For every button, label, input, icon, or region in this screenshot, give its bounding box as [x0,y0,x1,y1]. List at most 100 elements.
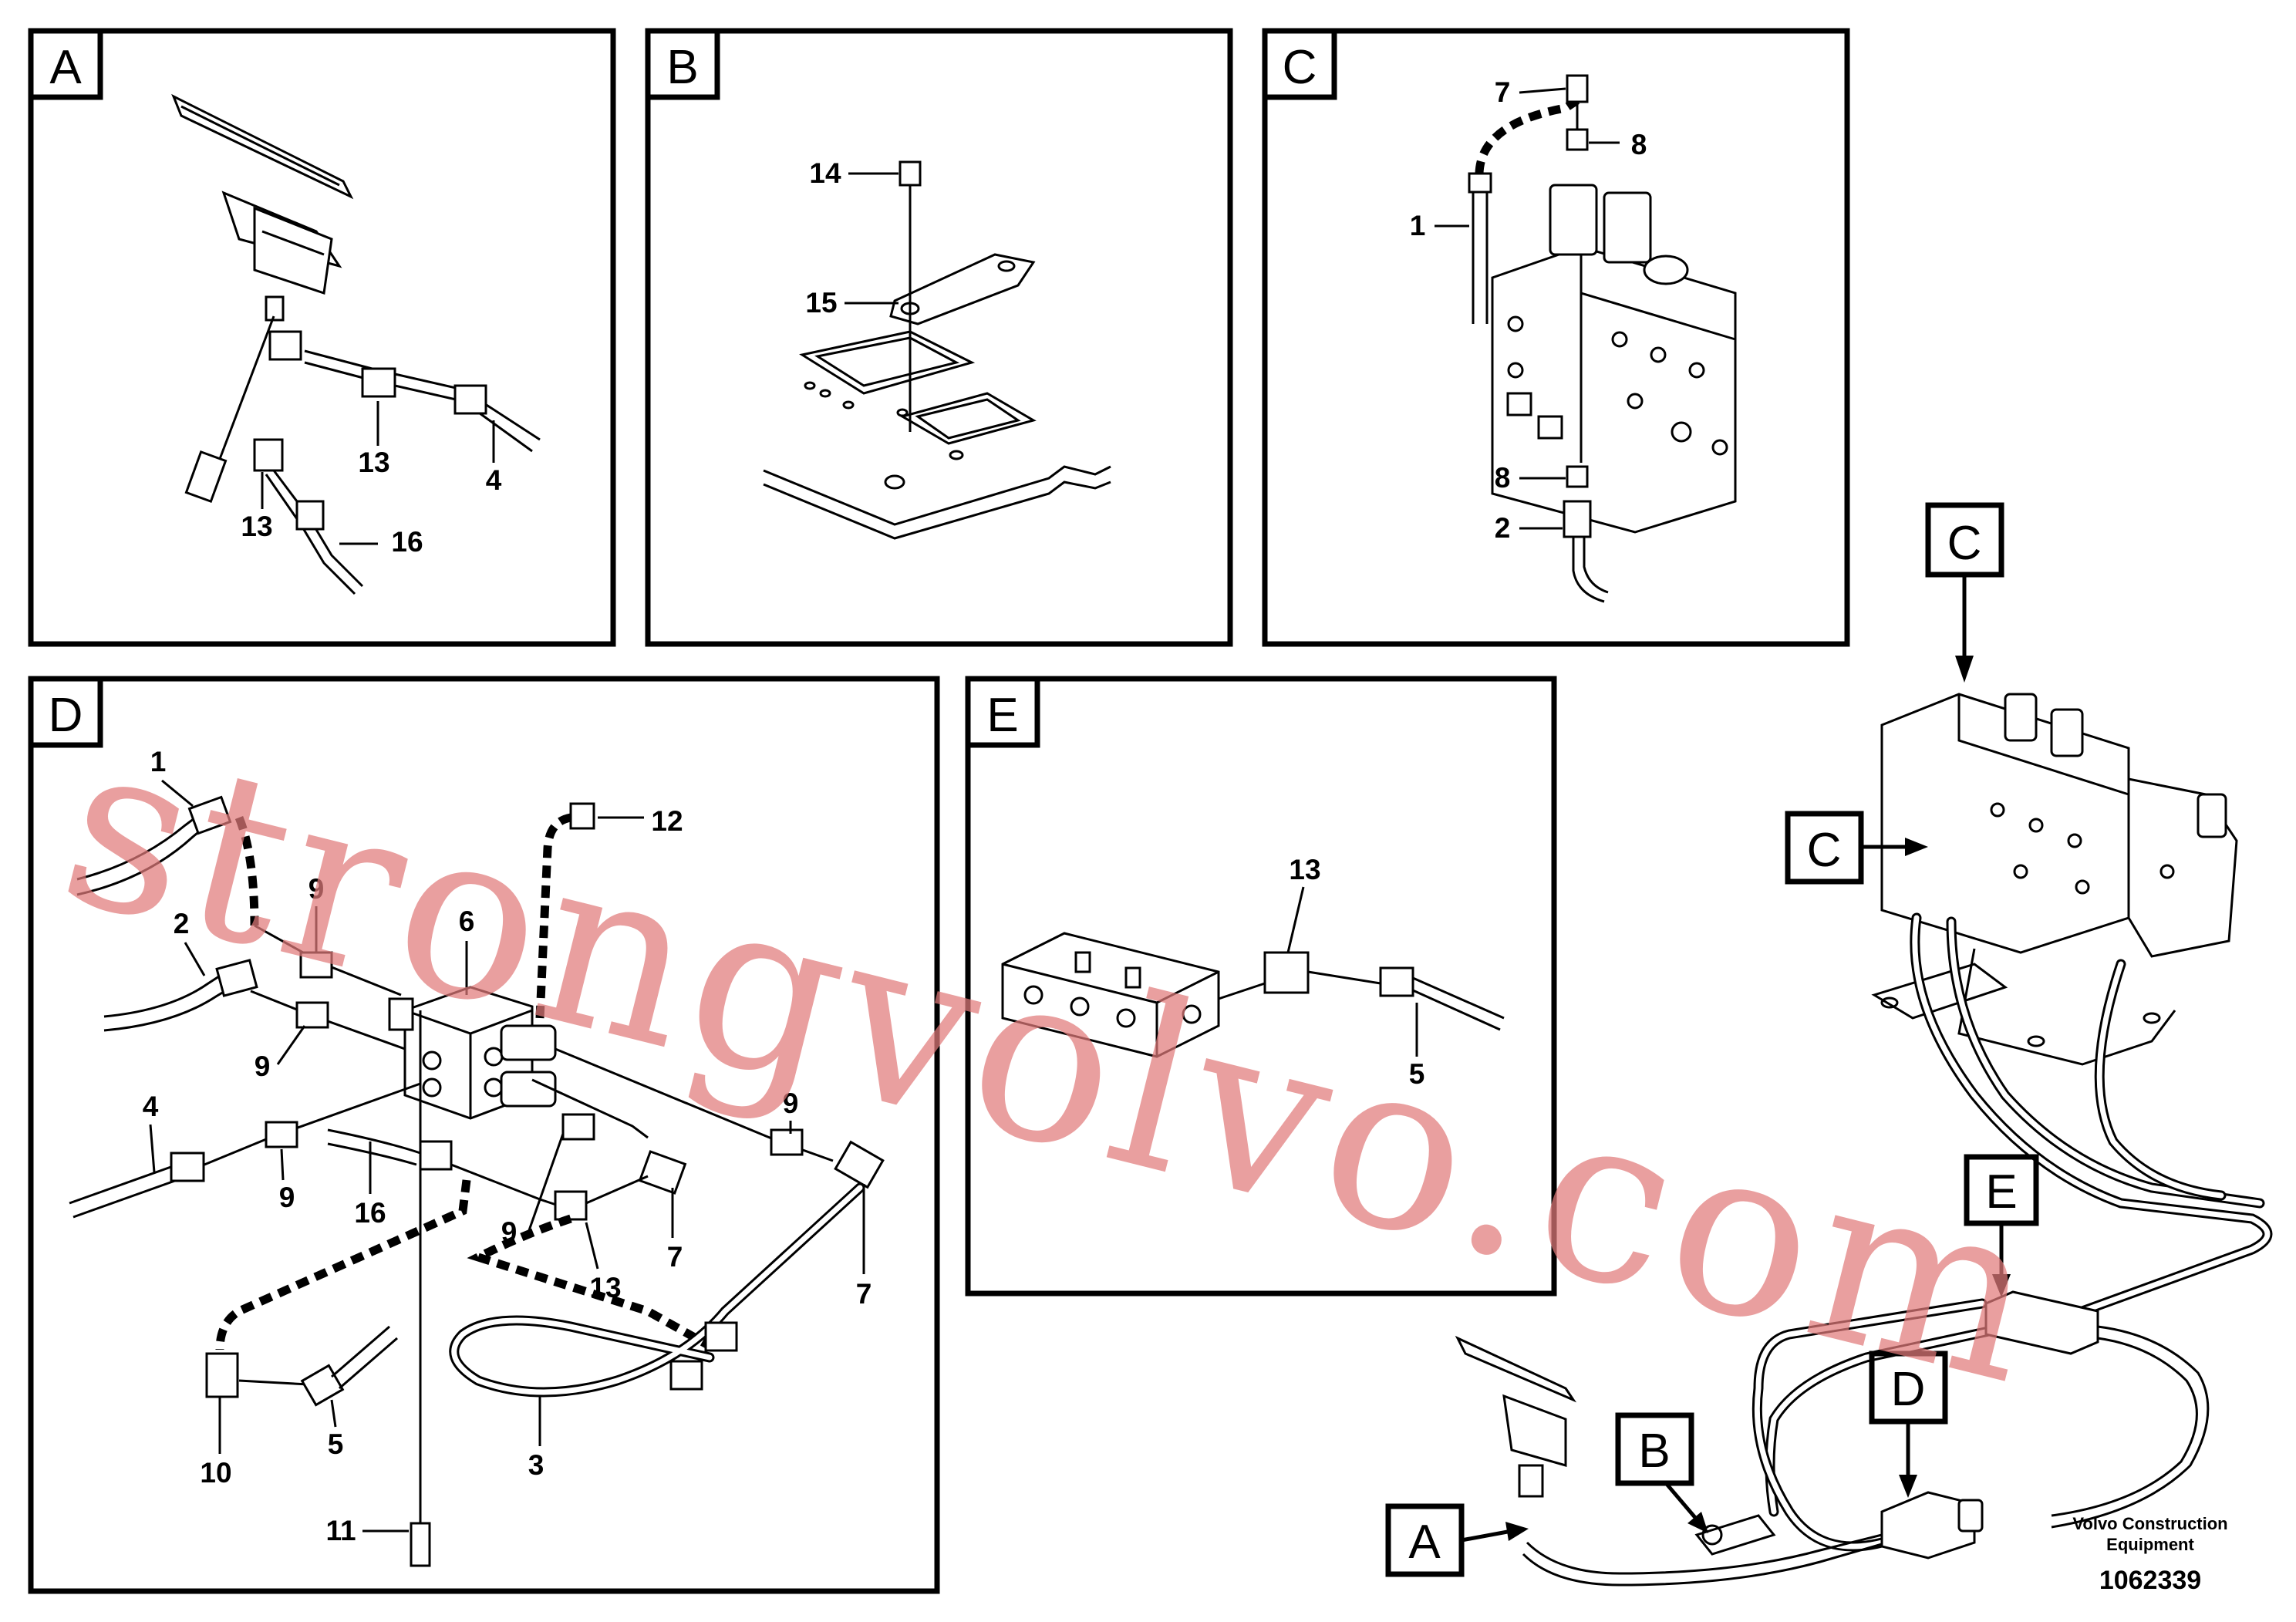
fitting-16-a [295,500,325,531]
callout-c-1: 1 [1410,210,1426,241]
panel-e-letter: E [986,689,1018,742]
panel-e-tag-box [965,676,1040,748]
route-dashed-10 [215,1179,471,1351]
hose-16-a-2 [265,474,356,595]
panel-c-tag-box [1262,28,1337,100]
pedal-overview [1455,1335,1577,1403]
callout-d-12: 12 [651,805,683,837]
mounting-plate-drawing [763,330,1111,540]
callout-d-5: 5 [328,1428,344,1460]
overview-tag-c-left: C [1807,824,1842,877]
fitting-8-bottom-c [1566,465,1589,488]
callout-d-7-a: 7 [667,1241,683,1273]
elbow-10 [205,1352,239,1398]
fitting-13-a [361,367,396,398]
hose-a-main-2 [304,361,533,453]
overview-tag-e: E [1985,1165,2017,1219]
solenoid-lower [500,1071,557,1108]
panel-d: D [28,676,940,1594]
fitting-8-top-c [1566,128,1589,151]
brand-line-2: Equipment [2106,1535,2194,1554]
pedal-assembly-drawing [171,93,354,322]
fitting-16-d [419,1140,453,1171]
manifold-block-e [1001,932,1220,1058]
elbow-1-d [187,795,232,835]
hose-2-d [103,972,224,1018]
callout-a-13: 13 [358,447,389,478]
callout-b-15: 15 [805,287,837,319]
overview-tags: C C E D B A [1385,502,2039,1577]
tee-fitting-a [268,330,302,361]
callout-d-9-d: 9 [501,1216,518,1248]
callout-c-2: 2 [1495,512,1511,544]
hose-3-end-a [704,1321,738,1352]
fitting-6-top [388,997,414,1031]
hose-a-main [304,349,541,441]
panel-c: C 7 8 [1262,28,1850,647]
bolt-14 [899,160,922,187]
panel-a-letter: A [49,41,82,94]
elbow-2-d [215,959,258,997]
callout-c-7: 7 [1495,76,1511,108]
callout-d-9-e: 9 [783,1088,799,1119]
callout-b-14: 14 [809,157,841,189]
hose-3-end-b [669,1360,703,1391]
callout-d-9-c: 9 [279,1182,295,1213]
hose-4-d [69,1163,178,1205]
route-dashed-13 [467,1214,712,1350]
line-to-tee-e [1218,982,1266,1000]
hose-end-4-d [170,1152,205,1182]
panel-a-tag-box [28,28,103,100]
route-dashed-c [1475,96,1580,174]
callout-d-2: 2 [174,908,190,939]
hose-16-a [272,470,364,588]
leader-a-1 [218,315,275,460]
plate-b-overview [1694,1514,1776,1556]
hose-end-1-c [1468,172,1492,194]
brand-line-1: Volvo Construction [2072,1514,2227,1533]
panel-a: A 13 4 13 16 [28,28,616,647]
solenoid-upper [500,1024,557,1061]
drawing-number: 1062339 [2099,1566,2201,1595]
panel-d-frame [28,676,940,1594]
callout-e-13: 13 [1289,854,1320,885]
fitting-13b-a [253,438,284,472]
callout-a-16: 16 [391,526,423,558]
callout-c-8b: 8 [1495,462,1511,494]
hose-end-5-e [1379,966,1414,997]
panel-e: E 13 5 [965,676,1557,1297]
callout-d-9-b: 9 [255,1050,271,1082]
fitting-9-b [295,1001,329,1029]
callout-e-5: 5 [1409,1058,1425,1090]
panel-b-tag-box [645,28,720,100]
overview-tag-b: B [1638,1425,1670,1478]
callout-d-10: 10 [200,1457,231,1489]
plug-12 [569,802,595,830]
hose-bundle-3 [2094,959,2227,1201]
callout-d-7-b: 7 [856,1278,872,1310]
fitting-13-d [554,1190,588,1221]
overview-tag-a: A [1408,1516,1441,1569]
fitting-4-a [453,384,487,415]
watermark: strongvolvo.com [41,686,2069,1437]
hose-1-d [76,812,201,881]
callout-c-8: 8 [1631,129,1647,160]
panel-b: B 14 15 [645,28,1233,647]
fitting-7-c [1566,74,1589,103]
elbow-7-left [638,1150,687,1195]
control-valve-drawing [1491,184,1737,534]
hose-16-d [327,1128,421,1155]
callout-d-9-a: 9 [308,873,325,905]
fitting-9-e [770,1128,804,1156]
manifold-e-overview [1984,1290,2099,1355]
callout-d-1: 1 [150,746,167,777]
elbow-fitting-a [184,450,228,504]
valve-bank-overview [1871,693,2238,1066]
hose-end-2-c [1563,500,1592,538]
panel-d-letter: D [49,689,83,742]
callout-d-4: 4 [143,1091,159,1122]
callout-d-16: 16 [354,1197,386,1229]
overview-tag-b-box [1615,1412,1694,1486]
callout-d-3: 3 [528,1449,544,1481]
